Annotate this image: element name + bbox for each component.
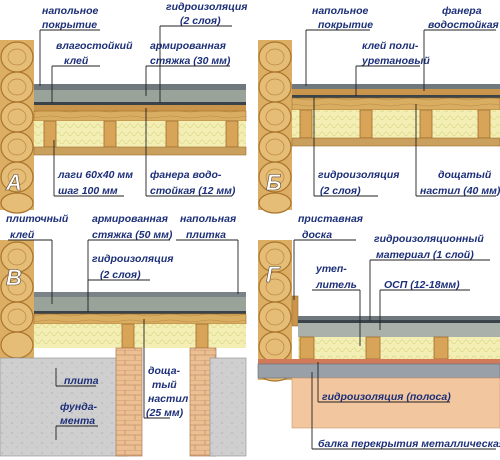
- insulation-v: [34, 324, 246, 348]
- panel-letter-v: В: [6, 265, 22, 290]
- joists-g: [299, 336, 449, 360]
- log-wall-b: [258, 40, 292, 214]
- label-wp-mat-g-1: гидроизоляционный: [374, 233, 484, 245]
- tile-v: [34, 292, 246, 297]
- leader-lines-v: [8, 239, 239, 440]
- label-waterproofing-b-2: (2 слоя): [320, 185, 361, 197]
- screed-v: [34, 297, 246, 311]
- wp-strip-g: [258, 359, 500, 364]
- label-tile-v-2: плитка: [186, 229, 226, 241]
- label-waterproofing-v-1: гидроизоляция: [92, 253, 173, 265]
- label-floor-cover-b-2: покрытие: [318, 19, 373, 31]
- label-boards-v-1: доща-: [148, 365, 181, 377]
- log-wall-g: [258, 240, 292, 382]
- panel-b: Б напольное покрытие фанера водостойкая …: [258, 5, 500, 214]
- foundation-slab-v: [0, 357, 129, 457]
- leader-lines-a: [39, 25, 232, 197]
- label-tile-v-1: напольная: [180, 213, 236, 225]
- foundation-g: [291, 377, 500, 429]
- label-floor-cover-b-1: напольное: [312, 5, 369, 17]
- leader-lines-g: [293, 239, 496, 450]
- log-wall-a: [0, 40, 34, 214]
- bottom-board-a: [33, 146, 247, 156]
- floor-cover-a: [34, 84, 246, 90]
- panel-g: Г приставная доска гидроизоляционный мат…: [257, 213, 500, 450]
- joists-v: [121, 323, 209, 349]
- label-board-g-1: приставная: [298, 213, 363, 225]
- label-screed-a-2: стяжка (30 мм): [150, 55, 231, 67]
- screed-a: [34, 90, 246, 102]
- label-slab-v-2: фунда-: [60, 401, 98, 413]
- bottom-board-b: [291, 137, 500, 147]
- label-tile-glue-v-1: плиточный: [6, 213, 69, 225]
- label-glue-a-1: влагостойкий: [56, 40, 133, 52]
- boards-a: [33, 110, 247, 122]
- joists-b: [299, 109, 491, 139]
- label-boards-b-1: дощатый: [438, 169, 492, 181]
- label-plywood-b-1: фанера: [442, 5, 482, 17]
- label-board-g-2: доска: [302, 229, 332, 241]
- label-boards-v-3: настил: [148, 393, 189, 405]
- label-boards-v-2: тый: [152, 379, 177, 391]
- plywood-a: [34, 105, 246, 111]
- brick-pillar-v-1: [115, 347, 143, 457]
- label-waterproofing-a-1: гидроизоляция: [166, 1, 247, 13]
- log-wall-v: [0, 240, 34, 360]
- insulation-a: [34, 121, 246, 147]
- leader-lines-b: [305, 29, 496, 197]
- label-boards-v-4: (25 мм): [146, 407, 184, 419]
- label-slab-v-3: мента: [60, 415, 95, 427]
- label-wp-strip-g: гидроизоляция (полоса): [322, 391, 451, 403]
- panel-a: А напольное покрытие гидроизоляция (2 сл…: [0, 1, 247, 214]
- label-screed-v-2: стяжка (50 мм): [92, 229, 173, 241]
- floor-cover-g: [298, 316, 500, 320]
- label-glue-b-2: уретановый: [361, 55, 430, 67]
- label-joists-a-2: шаг 100 мм: [58, 185, 118, 197]
- panel-letter-g: Г: [266, 262, 281, 287]
- label-plywood-a-1: фанера водо-: [150, 169, 222, 181]
- plywood-b: [292, 89, 500, 95]
- label-waterproofing-b-1: гидроизоляция: [318, 169, 399, 181]
- label-glue-b-1: клей поли-: [362, 40, 419, 52]
- label-waterproofing-v-2: (2 слоя): [100, 269, 141, 281]
- insulation-g: [298, 337, 500, 359]
- label-plywood-a-2: стойкая (12 мм): [150, 185, 236, 197]
- floor-cover-b: [292, 84, 500, 89]
- skirting-board-g: [291, 295, 299, 327]
- label-insul-g-2: литель: [315, 279, 357, 291]
- label-screed-v-1: армированная: [92, 213, 168, 225]
- panel-letter-a: А: [5, 170, 22, 195]
- boards-b: [291, 97, 500, 111]
- boards-v: [33, 313, 247, 325]
- label-glue-a-2: клей: [64, 55, 89, 67]
- label-floor-cover-a-1: напольное: [42, 5, 99, 17]
- osb-g: [298, 323, 500, 337]
- label-screed-a-1: армированная: [150, 40, 226, 52]
- panel-v: В плиточный клей армированная стяжка (50…: [0, 213, 247, 457]
- label-osb-g: ОСП (12-18мм): [384, 279, 460, 291]
- label-slab-v-1: плита: [64, 375, 99, 387]
- label-boards-b-2: настил (40 мм): [420, 185, 500, 197]
- label-insul-g-1: утеп-: [315, 263, 347, 275]
- label-tile-glue-v-2: клей: [10, 229, 35, 241]
- wp-material-g: [298, 320, 500, 323]
- label-plywood-b-2: водостойкая: [428, 19, 499, 31]
- insulation-b: [292, 110, 500, 138]
- label-waterproofing-a-2: (2 слоя): [180, 15, 221, 27]
- label-beam-g: балка перекрытия металлическая: [318, 438, 500, 450]
- metal-beam-g: [257, 363, 500, 379]
- panel-letter-b: Б: [266, 170, 282, 195]
- label-wp-mat-g-2: материал (1 слой): [376, 249, 474, 261]
- label-joists-a-1: лаги 60х40 мм: [57, 169, 133, 181]
- label-floor-cover-a-2: покрытие: [42, 19, 97, 31]
